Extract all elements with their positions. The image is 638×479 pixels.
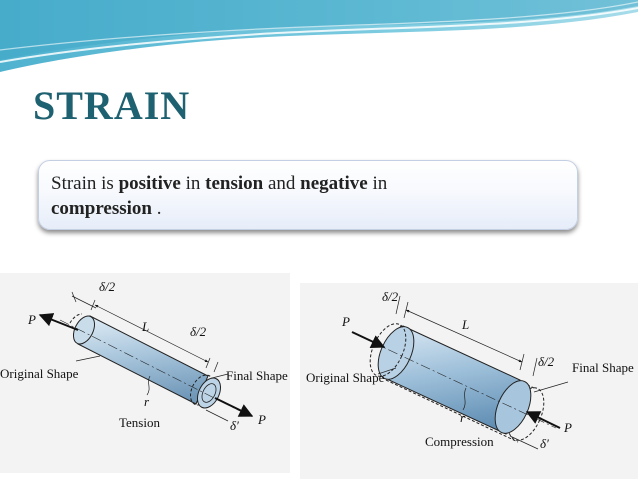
term-negative: negative — [300, 173, 368, 194]
term-positive: positive — [118, 173, 181, 194]
tension-original-shape: Original Shape — [0, 366, 79, 381]
compression-length: L — [461, 317, 469, 332]
tension-delta-half-right: δ/2 — [190, 324, 207, 339]
term-tension: tension — [205, 173, 264, 194]
tension-length: L — [141, 319, 149, 334]
statement-text-3: and — [263, 173, 301, 194]
tension-caption: Tension — [119, 415, 160, 430]
tension-p-left: P — [27, 312, 36, 327]
strain-diagrams: δ/2 L δ/2 P P δ′ r Original Shape Final … — [0, 273, 638, 479]
compression-delta-half-top: δ/2 — [382, 289, 399, 304]
statement-text-5: . — [151, 198, 162, 219]
header-wave-banner — [0, 0, 638, 80]
compression-delta-half-right: δ/2 — [538, 354, 555, 369]
statement-text-4: in — [367, 173, 388, 194]
term-compression: compression — [51, 198, 152, 219]
compression-p-right: P — [563, 420, 572, 435]
tension-radius: r — [144, 394, 150, 409]
statement-text-2: in — [180, 173, 206, 194]
compression-final-shape: Final Shape — [572, 360, 634, 375]
compression-figure — [351, 295, 569, 450]
statement-box: Strain is positive in tension and negati… — [38, 160, 578, 230]
slide-title: STRAIN — [33, 83, 191, 128]
statement-text-1: Strain is — [51, 173, 119, 194]
compression-p-left: P — [341, 314, 350, 329]
compression-original-shape: Original Shape — [306, 370, 385, 385]
tension-final-shape: Final Shape — [226, 368, 288, 383]
compression-radius: r — [460, 410, 466, 425]
tension-figure — [38, 291, 254, 422]
tension-delta-prime: δ′ — [230, 418, 239, 433]
compression-caption: Compression — [425, 434, 494, 449]
compression-delta-prime: δ′ — [540, 436, 549, 451]
tension-p-right: P — [257, 412, 266, 427]
tension-delta-half-top: δ/2 — [99, 279, 116, 294]
